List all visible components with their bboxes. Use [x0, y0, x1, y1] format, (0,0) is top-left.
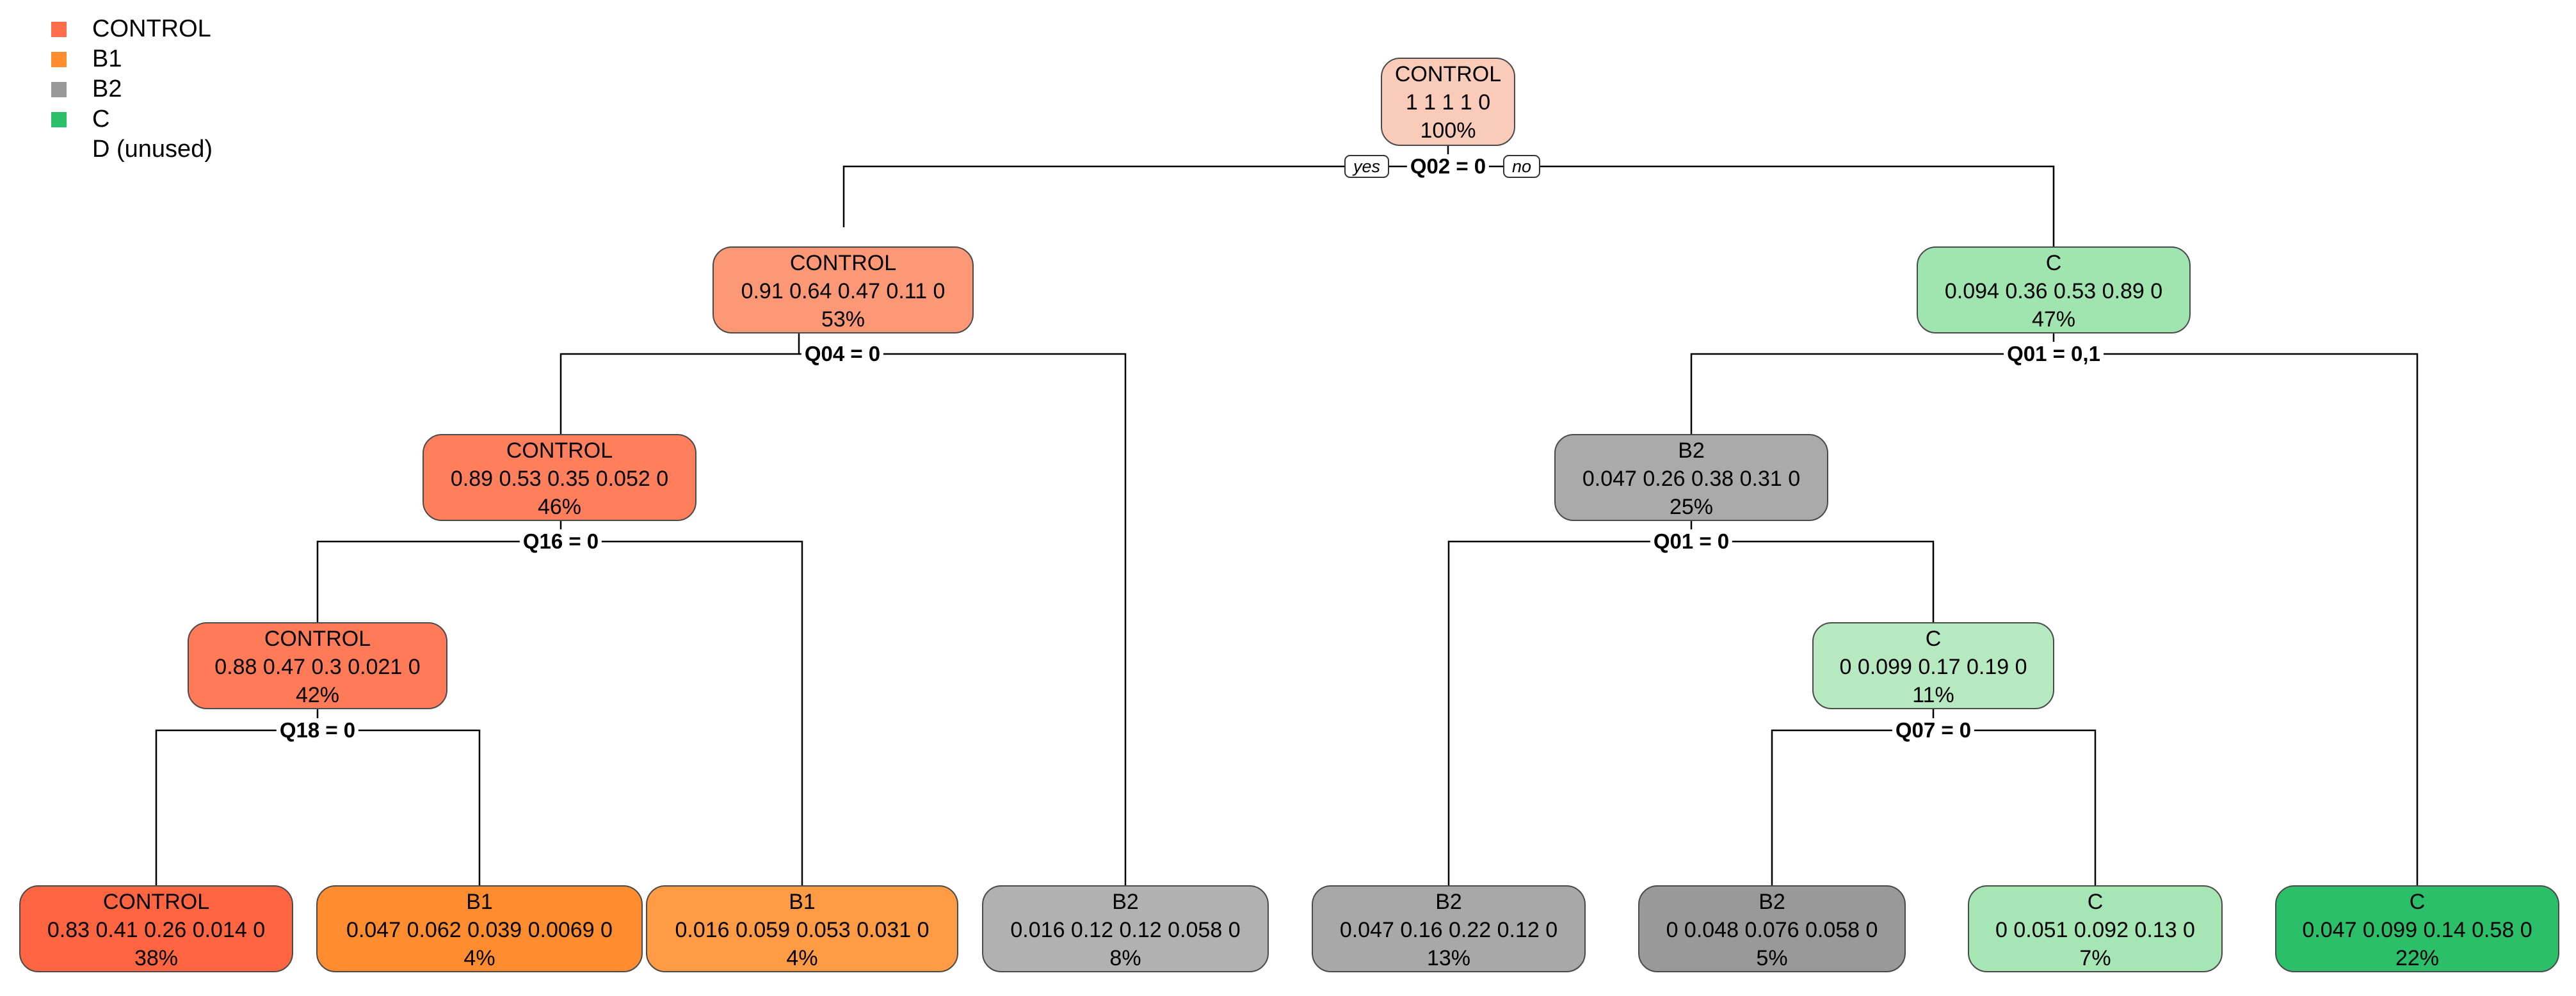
legend-swatch-control	[51, 21, 67, 37]
node-probabilities: 0.094 0.36 0.53 0.89 0	[1944, 279, 2163, 303]
legend-swatch-b2	[51, 81, 67, 97]
node-class-label: CONTROL	[102, 890, 210, 914]
node-probabilities: 0.047 0.16 0.22 0.12 0	[1339, 918, 1558, 942]
legend-item: B1	[51, 44, 213, 74]
node-probabilities: 0 0.048 0.076 0.058 0	[1666, 918, 1878, 942]
node-class-label: B2	[1678, 438, 1705, 463]
node-probabilities: 0.88 0.47 0.3 0.021 0	[214, 655, 421, 679]
legend: CONTROL B1 B2 C D (unused)	[51, 14, 213, 165]
legend-label: D (unused)	[92, 136, 213, 163]
node-class-label: B2	[1435, 890, 1462, 914]
node-percentage: 4%	[786, 946, 818, 970]
split-label: Q07 = 0	[1892, 718, 1975, 743]
tree-node-root: CONTROL 1 1 1 1 0 100%	[1381, 58, 1515, 146]
node-class-label: CONTROL	[264, 627, 371, 651]
node-percentage: 46%	[537, 495, 582, 519]
tree-leaf: B2 0.016 0.12 0.12 0.058 0 8%	[982, 885, 1269, 972]
split-label: Q18 = 0	[276, 718, 359, 743]
node-class-label: CONTROL	[506, 438, 613, 463]
tree-leaf: CONTROL 0.83 0.41 0.26 0.014 0 38%	[19, 885, 293, 972]
node-probabilities: 0.016 0.059 0.053 0.031 0	[675, 918, 930, 942]
legend-item: C	[51, 104, 213, 134]
node-probabilities: 0.047 0.099 0.14 0.58 0	[2302, 918, 2532, 942]
node-class-label: B2	[1759, 890, 1785, 914]
node-percentage: 38%	[134, 946, 179, 970]
legend-swatch-d	[51, 142, 67, 157]
tree-leaf: B2 0 0.048 0.076 0.058 0 5%	[1638, 885, 1906, 972]
split-label: Q16 = 0	[519, 529, 602, 554]
node-class-label: B2	[1112, 890, 1139, 914]
node-probabilities: 0.91 0.64 0.47 0.11 0	[741, 279, 946, 303]
node-percentage: 13%	[1426, 946, 1471, 970]
edge	[1447, 540, 1935, 885]
node-class-label: C	[2045, 251, 2062, 275]
tree-leaf: B1 0.047 0.062 0.039 0.0069 0 4%	[316, 885, 643, 972]
edge	[316, 540, 803, 885]
node-percentage: 4%	[463, 946, 495, 970]
node-percentage: 22%	[2395, 946, 2440, 970]
split-label-root: Q02 = 0	[1406, 154, 1490, 179]
node-class-label: C	[2087, 890, 2104, 914]
no-tag: no	[1502, 155, 1541, 178]
node-probabilities: 0.047 0.26 0.38 0.31 0	[1582, 467, 1801, 491]
tree-node: C 0 0.099 0.17 0.19 0 11%	[1812, 622, 2054, 709]
node-percentage: 5%	[1756, 946, 1788, 970]
node-probabilities: 1 1 1 1 0	[1405, 90, 1491, 115]
legend-item: CONTROL	[51, 14, 213, 44]
node-percentage: 42%	[295, 683, 340, 707]
legend-item: B2	[51, 74, 213, 104]
node-probabilities: 0.83 0.41 0.26 0.014 0	[47, 918, 266, 942]
edge	[155, 729, 481, 885]
tree-node: CONTROL 0.88 0.47 0.3 0.021 0 42%	[188, 622, 447, 709]
tree-node: C 0.094 0.36 0.53 0.89 0 47%	[1917, 246, 2191, 333]
node-class-label: B1	[789, 890, 816, 914]
node-class-label: B1	[466, 890, 493, 914]
legend-label: B2	[92, 76, 122, 102]
node-percentage: 8%	[1109, 946, 1141, 970]
node-probabilities: 0.047 0.062 0.039 0.0069 0	[346, 918, 613, 942]
yes-tag: yes	[1344, 155, 1390, 178]
node-probabilities: 0 0.099 0.17 0.19 0	[1839, 655, 2027, 679]
legend-label: B1	[92, 45, 122, 72]
split-label: Q01 = 0,1	[2004, 342, 2104, 366]
split-label: Q04 = 0	[801, 342, 884, 366]
node-percentage: 25%	[1669, 495, 1714, 519]
edge	[1771, 729, 2097, 885]
tree-node: B2 0.047 0.26 0.38 0.31 0 25%	[1554, 434, 1828, 521]
node-class-label: C	[2409, 890, 2426, 914]
tree-leaf: B2 0.047 0.16 0.22 0.12 0 13%	[1312, 885, 1586, 972]
node-class-label: C	[1925, 627, 1942, 651]
node-percentage: 100%	[1420, 118, 1476, 143]
node-percentage: 11%	[1912, 683, 1954, 707]
legend-swatch-b1	[51, 51, 67, 67]
node-percentage: 53%	[821, 307, 865, 332]
split-label: Q01 = 0	[1650, 529, 1733, 554]
node-probabilities: 0.89 0.53 0.35 0.052 0	[450, 467, 669, 491]
node-class-label: CONTROL	[789, 251, 897, 275]
node-probabilities: 0.016 0.12 0.12 0.058 0	[1010, 918, 1241, 942]
node-percentage: 47%	[2031, 307, 2076, 332]
tree-leaf: C 0.047 0.099 0.14 0.58 0 22%	[2275, 885, 2559, 972]
legend-label: CONTROL	[92, 15, 211, 42]
tree-node: CONTROL 0.91 0.64 0.47 0.11 0 53%	[712, 246, 974, 333]
tree-node: CONTROL 0.89 0.53 0.35 0.052 0 46%	[423, 434, 696, 521]
legend-label: C	[92, 106, 110, 133]
legend-item: D (unused)	[51, 134, 213, 165]
node-percentage: 7%	[2079, 946, 2111, 970]
tree-leaf: C 0 0.051 0.092 0.13 0 7%	[1968, 885, 2223, 972]
legend-swatch-c	[51, 111, 67, 127]
tree-leaf: B1 0.016 0.059 0.053 0.031 0 4%	[646, 885, 958, 972]
node-probabilities: 0 0.051 0.092 0.13 0	[1995, 918, 2195, 942]
node-class-label: CONTROL	[1394, 62, 1502, 86]
